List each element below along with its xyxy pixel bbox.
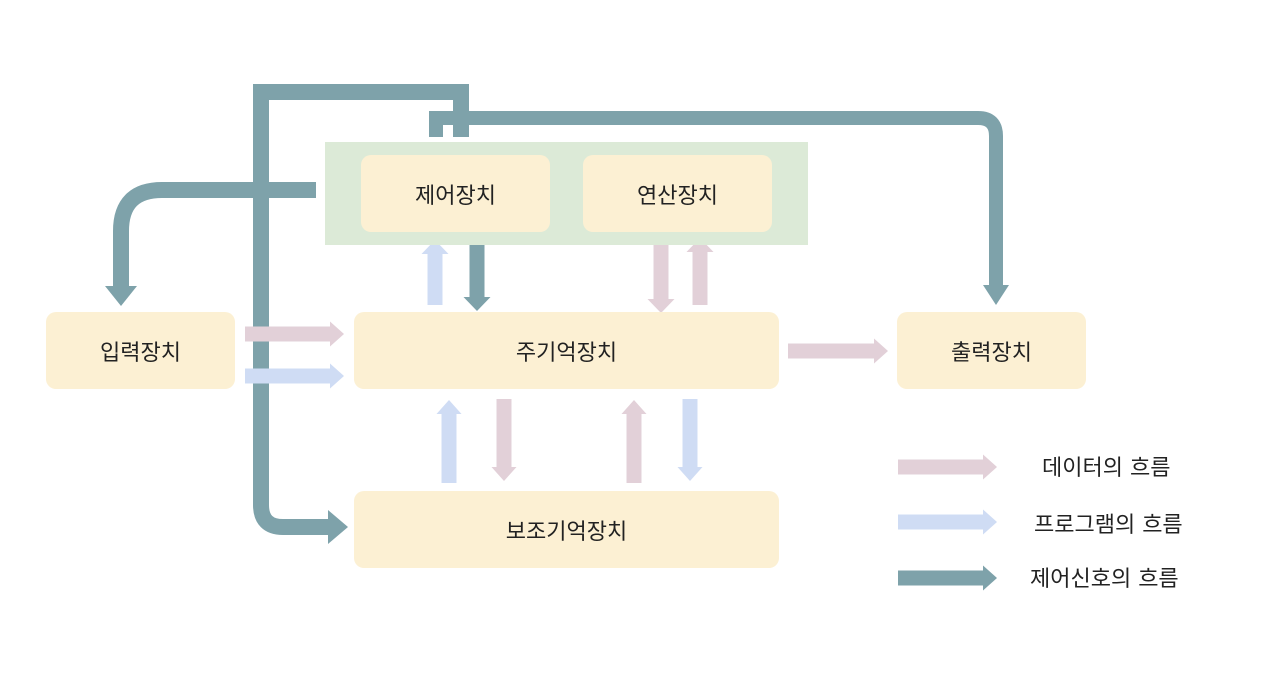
legend-program-label: 프로그램의 흐름 bbox=[1034, 513, 1183, 538]
control-arrowhead-input bbox=[105, 286, 137, 306]
program-arrow-main-to-control bbox=[421, 240, 449, 305]
main-memory-label: 주기억장치 bbox=[515, 340, 618, 366]
legend-data-label: 데이터의 흐름 bbox=[1042, 456, 1171, 481]
input-device-label: 입력장치 bbox=[100, 340, 181, 366]
control-arrowhead-output bbox=[983, 285, 1009, 305]
output-device-box: 출력장치 bbox=[897, 312, 1086, 389]
main-memory-box: 주기억장치 bbox=[354, 312, 779, 389]
control-path-to-input bbox=[113, 182, 316, 288]
legend-data-arrow bbox=[898, 454, 997, 480]
control-arrowhead-secondary-memory bbox=[328, 510, 348, 544]
control-arrow-to-main-memory bbox=[463, 245, 491, 311]
alu-box: 연산장치 bbox=[583, 155, 772, 232]
legend-control-arrow bbox=[898, 565, 997, 591]
input-device-box: 입력장치 bbox=[46, 312, 235, 389]
output-device-label: 출력장치 bbox=[951, 340, 1032, 366]
legend-program-arrow bbox=[898, 509, 997, 535]
alu-label: 연산장치 bbox=[637, 183, 718, 209]
control-path-to-secondary-memory bbox=[253, 84, 469, 535]
control-unit-box: 제어장치 bbox=[361, 155, 550, 232]
data-arrow-alu-to-main bbox=[647, 245, 675, 313]
data-arrow-main-to-alu bbox=[686, 238, 714, 305]
program-arrow-main-to-secondary bbox=[677, 399, 703, 481]
legend-control-label: 제어신호의 흐름 bbox=[1030, 567, 1179, 592]
data-arrow-main-to-secondary bbox=[491, 399, 517, 481]
control-unit-label: 제어장치 bbox=[415, 183, 496, 209]
data-arrow-input-to-main bbox=[245, 321, 344, 347]
secondary-memory-label: 보조기억장치 bbox=[505, 519, 628, 545]
data-arrow-secondary-to-main bbox=[621, 400, 647, 483]
secondary-memory-box: 보조기억장치 bbox=[354, 491, 779, 568]
program-arrow-secondary-to-main bbox=[436, 400, 462, 483]
program-arrow-input-to-main bbox=[245, 363, 344, 389]
control-path-to-output bbox=[429, 111, 1003, 285]
data-arrow-main-to-output bbox=[788, 338, 888, 364]
